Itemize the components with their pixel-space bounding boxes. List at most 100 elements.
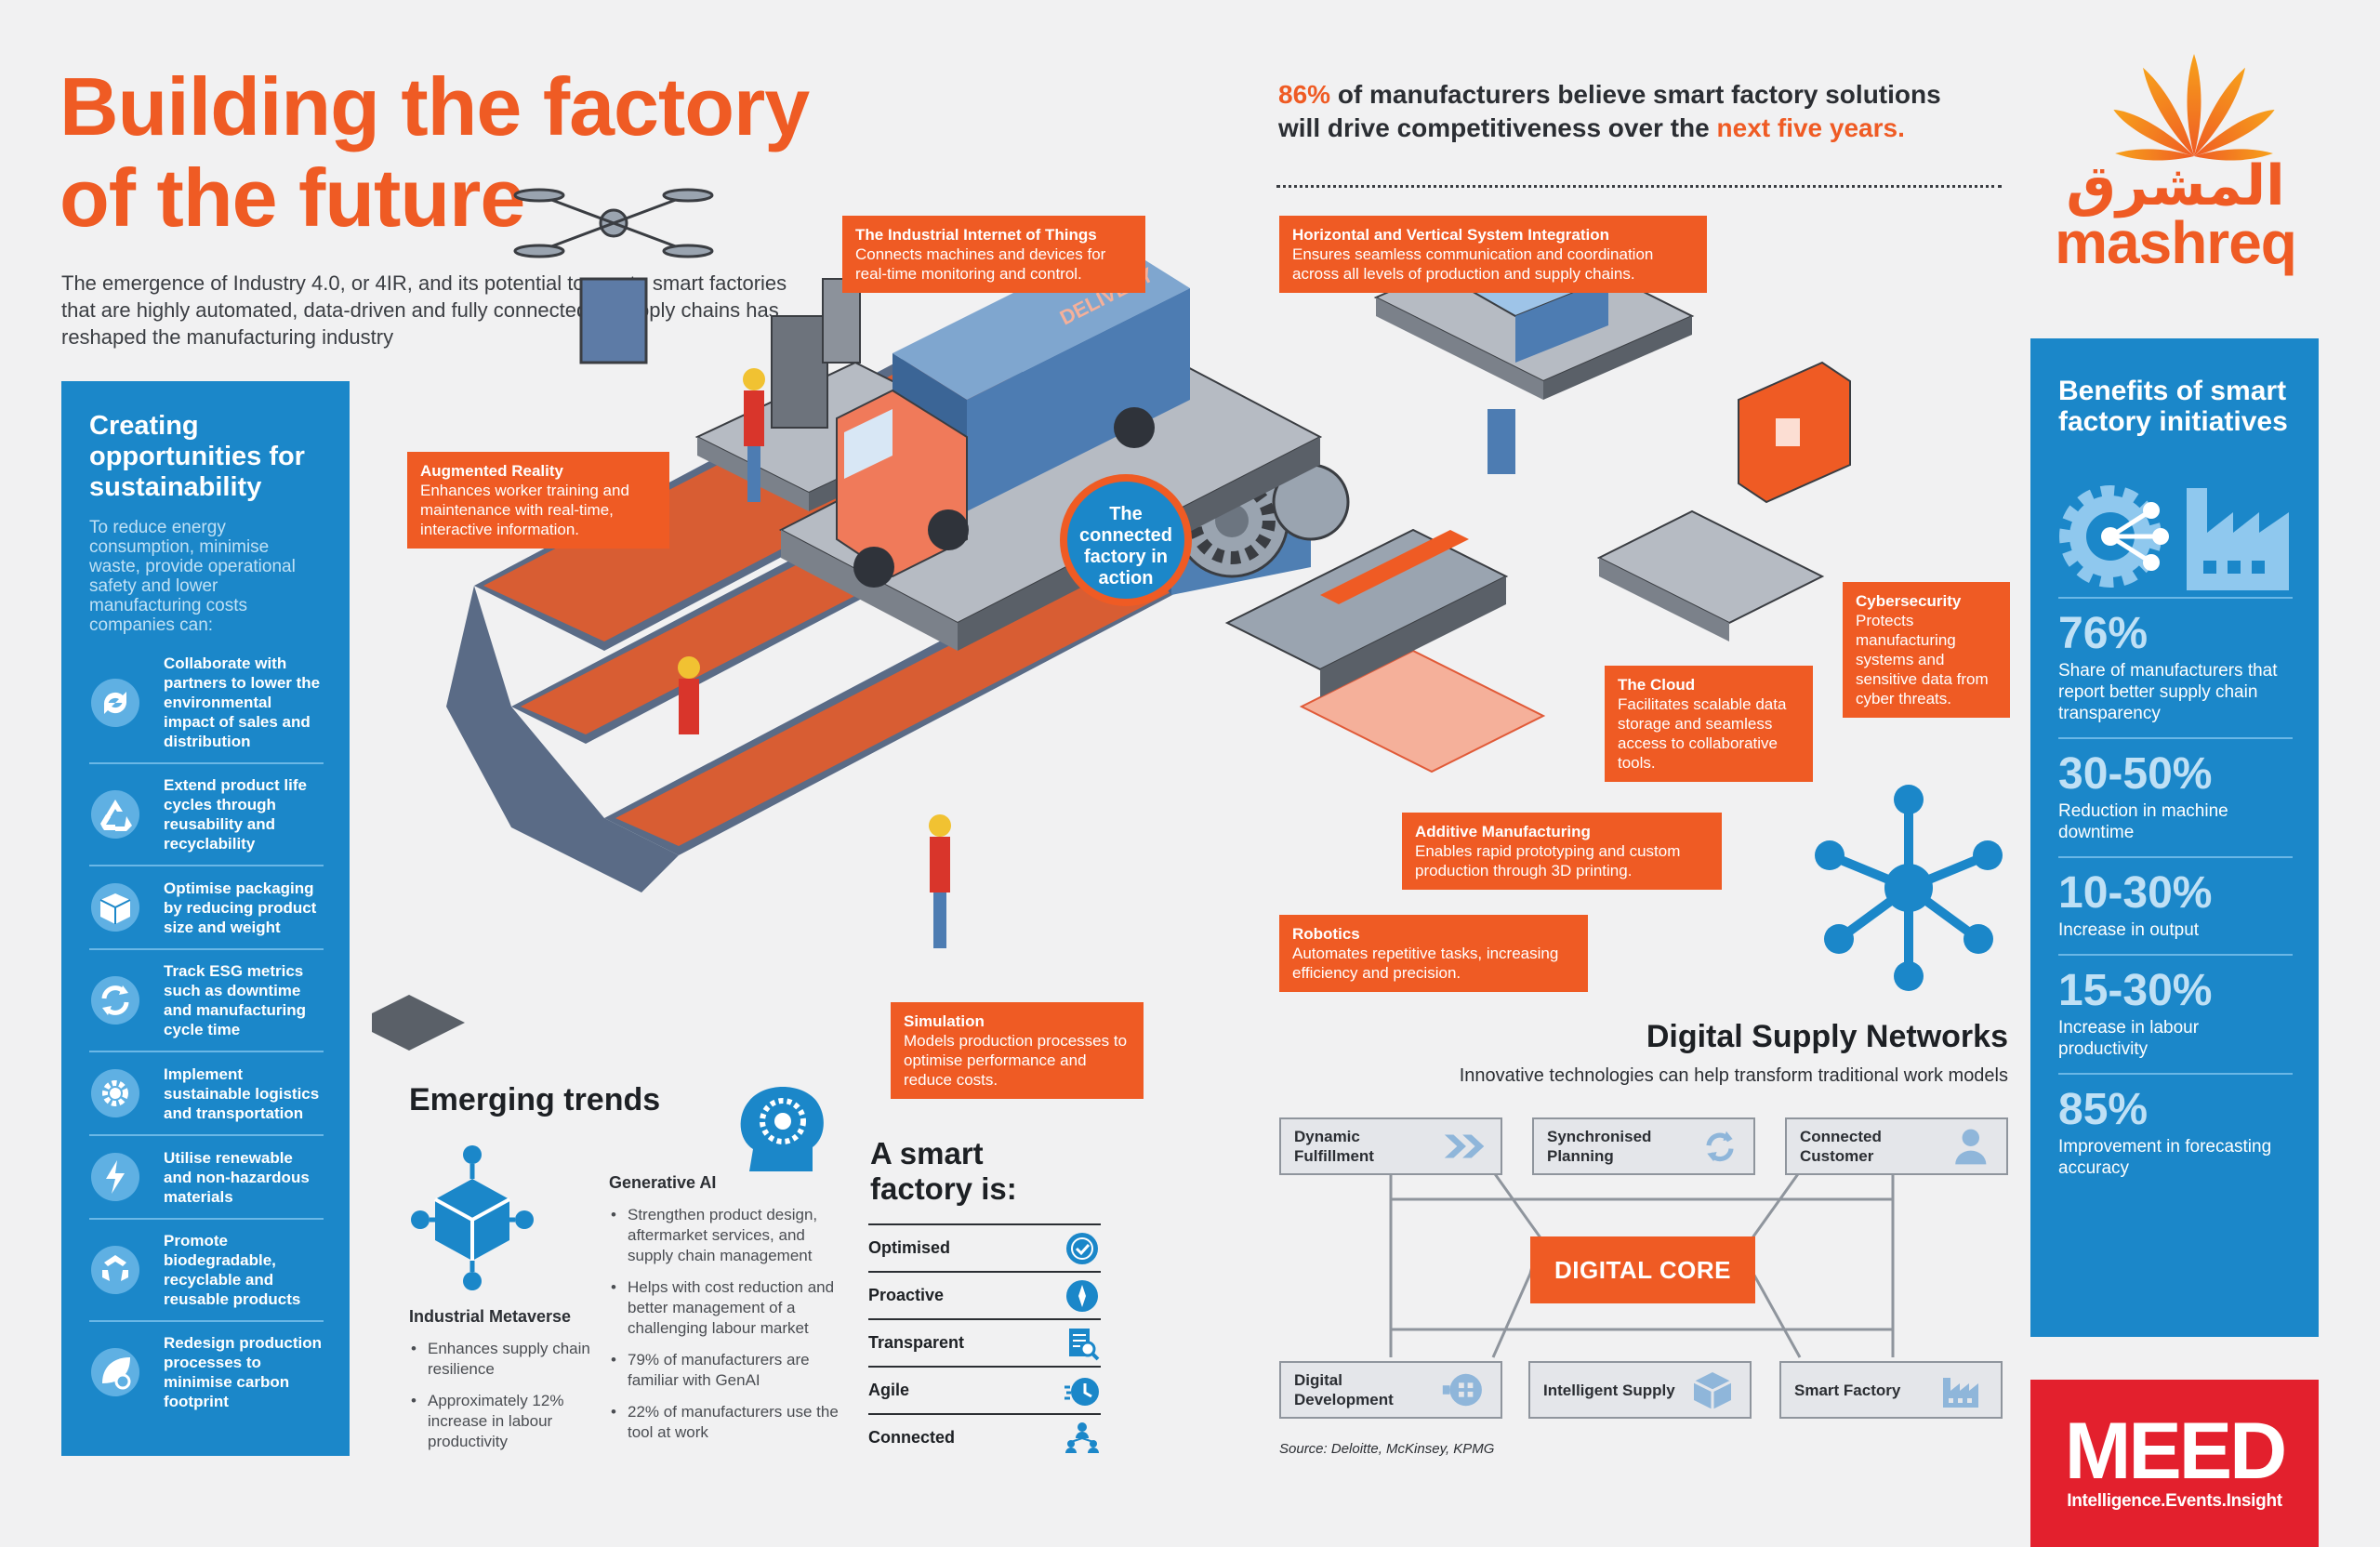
sustainability-lead: To reduce energy consumption, minimise w… — [89, 518, 296, 635]
list-item: Agile — [868, 1366, 1101, 1413]
benefit-label: Reduction in machine downtime — [2058, 801, 2228, 842]
smart-factory-label: Optimised — [868, 1238, 951, 1257]
connected-factory-hub: The connected factory in action — [1060, 474, 1192, 606]
logo-arabic-text: المشرق — [2066, 154, 2285, 217]
callout-iot-title: The Industrial Internet of Things — [855, 226, 1097, 244]
cloud-platform — [1488, 361, 1851, 641]
metaverse-cube-icon — [411, 1145, 534, 1290]
source-note: Source: Deloitte, McKinsey, KPMG — [1279, 1441, 1495, 1457]
benefits-icons — [2058, 476, 2293, 597]
dsn-node-label: Synchronised Planning — [1547, 1128, 1652, 1165]
recycle-arrows-icon — [89, 677, 147, 729]
callout-augmented-reality: Augmented Reality Enhances worker traini… — [407, 452, 669, 549]
benefit-value: 85% — [2058, 1085, 2149, 1134]
dsn-subtitle: Innovative technologies can help transfo… — [1459, 1065, 2008, 1086]
callout-ar-text: Enhances worker training and maintenance… — [420, 482, 629, 538]
cube-box-icon — [1693, 1372, 1732, 1409]
callout-ar-title: Augmented Reality — [420, 462, 563, 480]
dsn-node-connected-customer: Connected Customer — [1785, 1117, 2008, 1175]
logo-latin-text: mashreq — [2055, 209, 2297, 276]
benefit-label: Increase in output — [2058, 920, 2200, 940]
meed-logo-block: MEED Intelligence.Events.Insight — [2030, 1380, 2319, 1547]
drone-top — [513, 188, 714, 364]
smart-factory-title: A smart factory is: — [870, 1136, 1017, 1206]
list-item: Extend product life cycles through reusa… — [89, 762, 324, 865]
genai-heading: Generative AI — [609, 1173, 717, 1192]
factory-illustration: DELIVERY — [372, 188, 1851, 1051]
callout-cloud-text: Facilitates scalable data storage and se… — [1618, 695, 1787, 772]
dsn-node-label: Smart Factory — [1794, 1381, 1901, 1399]
list-item: Transparent — [868, 1318, 1101, 1366]
additive-manufacturing-station — [1224, 528, 1546, 774]
benefit-stat: 85% Improvement in forecasting accuracy — [2058, 1073, 2293, 1192]
benefits-title: Benefits of smart factory initiatives — [2058, 376, 2288, 437]
list-item: Optimise packaging by reducing product s… — [89, 865, 324, 948]
callout-additive-manufacturing: Additive Manufacturing Enables rapid pro… — [1402, 813, 1722, 890]
list-item: Approximately 12% increase in labour pro… — [409, 1391, 595, 1452]
dsn-node-label: Intelligent Supply — [1543, 1381, 1675, 1399]
callout-additive-title: Additive Manufacturing — [1415, 823, 1591, 840]
sustainability-item-text: Promote biodegradable, recyclable and re… — [164, 1232, 301, 1308]
dsn-node-dynamic-fulfillment: Dynamic Fulfillment — [1279, 1117, 1502, 1175]
metaverse-heading: Industrial Metaverse — [409, 1307, 572, 1326]
benefit-stat: 15-30% Increase in labour productivity — [2058, 954, 2293, 1073]
genai-points: Strengthen product design, aftermarket s… — [609, 1205, 841, 1454]
callout-iot-text: Connects machines and devices for real-t… — [855, 245, 1106, 283]
headline-stat-text-2: will drive competitiveness over the — [1278, 113, 1717, 142]
sustainability-item-text: Optimise packaging by reducing product s… — [164, 879, 317, 936]
double-chevron-icon — [1444, 1134, 1485, 1158]
callout-simulation: Simulation Models production processes t… — [891, 1002, 1144, 1099]
list-item: Redesign production processes to minimis… — [89, 1320, 324, 1422]
leaf-carbon-icon — [89, 1346, 147, 1398]
list-item: Connected — [868, 1413, 1101, 1461]
dsn-node-label: Connected Customer — [1800, 1128, 1882, 1165]
worker-figures — [678, 368, 951, 948]
benefit-label: Share of manufacturers that report bette… — [2058, 661, 2278, 723]
benefit-value: 10-30% — [2058, 868, 2213, 918]
sustainability-list: Collaborate with partners to lower the e… — [89, 650, 324, 1422]
smart-factory-label: Connected — [868, 1428, 956, 1447]
callout-simulation-title: Simulation — [904, 1012, 985, 1030]
title-line-2: of the future — [60, 152, 525, 244]
callout-robotics-title: Robotics — [1292, 925, 1360, 943]
headline-stat-text-1: of manufacturers believe smart factory s… — [1330, 80, 1941, 109]
logistics-gear-icon — [89, 1067, 147, 1119]
smart-factory-label: Agile — [868, 1381, 910, 1399]
callout-cybersecurity: Cybersecurity Protects manufacturing sys… — [1843, 582, 2010, 718]
benefit-stat: 76% Share of manufacturers that report b… — [2058, 597, 2293, 737]
list-item: Collaborate with partners to lower the e… — [89, 650, 324, 762]
network-people-icon — [1065, 1421, 1099, 1453]
list-item: Implement sustainable logistics and tran… — [89, 1051, 324, 1134]
benefits-panel: Benefits of smart factory initiatives 76… — [2030, 338, 2319, 1337]
sustainability-title: Creating opportunities for sustainabilit… — [89, 411, 305, 502]
list-item: 22% of manufacturers use the tool at wor… — [609, 1402, 841, 1443]
meed-tagline: Intelligence.Events.Insight — [2067, 1491, 2282, 1511]
dsn-node-intelligent-supply: Intelligent Supply — [1528, 1361, 1752, 1419]
dsn-node-digital-development: Digital Development — [1279, 1361, 1502, 1419]
intro-paragraph: The emergence of Industry 4.0, or 4IR, a… — [61, 271, 787, 349]
sustainability-item-text: Track ESG metrics such as downtime and m… — [164, 962, 307, 1038]
factory-icon — [1943, 1378, 1978, 1408]
sustainability-item-text: Implement sustainable logistics and tran… — [164, 1064, 320, 1122]
compass-icon — [1066, 1279, 1098, 1312]
recycle-triangle-icon — [89, 788, 147, 840]
refresh-cycle-icon — [89, 974, 147, 1026]
biodegradable-icon — [89, 1244, 147, 1296]
benefits-content: Benefits of smart factory initiatives 76… — [2058, 376, 2293, 1192]
digital-puzzle-icon — [1443, 1373, 1483, 1407]
benefit-value: 30-50% — [2058, 749, 2213, 799]
dsn-node-label: Dynamic Fulfillment — [1294, 1128, 1374, 1165]
benefit-label: Increase in labour productivity — [2058, 1018, 2200, 1059]
list-item: Helps with cost reduction and better man… — [609, 1277, 841, 1339]
list-item: Enhances supply chain resilience — [409, 1339, 595, 1380]
smart-factory-label: Transparent — [868, 1333, 965, 1352]
emerging-trends-title: Emerging trends — [409, 1082, 661, 1117]
callout-integration-title: Horizontal and Vertical System Integrati… — [1292, 226, 1610, 244]
document-search-icon — [1069, 1328, 1100, 1360]
benefit-stat: 10-30% Increase in output — [2058, 856, 2293, 954]
dsn-node-synchronised-planning: Synchronised Planning — [1532, 1117, 1755, 1175]
dsn-title: Digital Supply Networks — [1646, 1019, 2008, 1054]
benefit-stat: 30-50% Reduction in machine downtime — [2058, 737, 2293, 856]
sync-arrows-icon — [1706, 1130, 1734, 1162]
title-line-1: Building the factory — [60, 60, 810, 152]
